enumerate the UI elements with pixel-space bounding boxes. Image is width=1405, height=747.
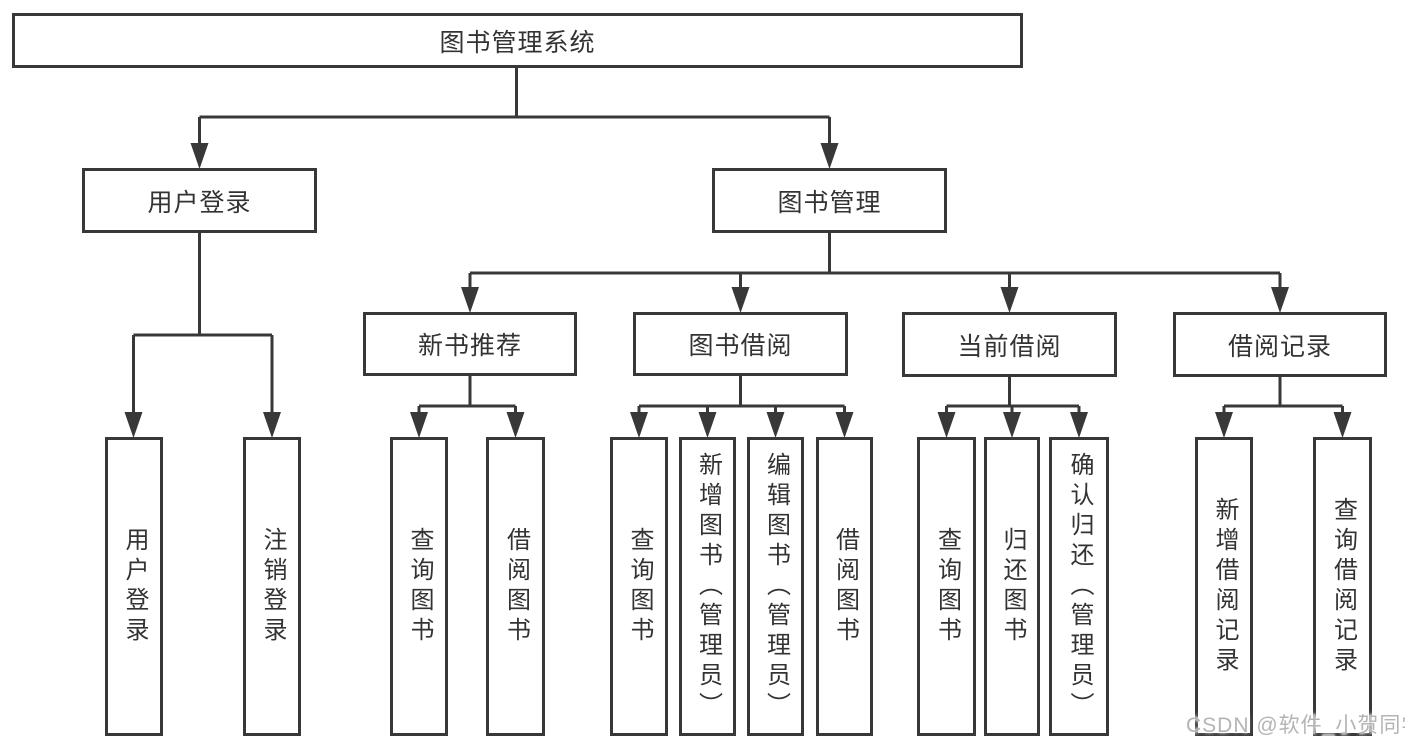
node-logout: 注销登录 bbox=[243, 437, 301, 736]
connector-borrow-records-to-children bbox=[1215, 377, 1352, 438]
node-current-confirm-return-admin: 确认归还（管理员） bbox=[1049, 437, 1109, 736]
node-current-return-books: 归还图书 bbox=[984, 437, 1040, 736]
node-borrow-add-books-admin: 新增图书（管理员） bbox=[679, 437, 736, 736]
csdn-watermark: CSDN @软件_小贺同学 bbox=[1186, 714, 1405, 737]
node-borrow-query-books: 查询图书 bbox=[610, 437, 668, 736]
node-library-management-system: 图书管理系统 bbox=[12, 13, 1023, 68]
node-recommend-query-books: 查询图书 bbox=[390, 437, 448, 736]
node-records-query-record: 查询借阅记录 bbox=[1313, 437, 1372, 736]
connector-user-login-to-children bbox=[124, 233, 281, 438]
node-borrow-borrow-books: 借阅图书 bbox=[816, 437, 873, 736]
connector-book-borrow-to-children bbox=[630, 375, 854, 438]
node-user-login: 用户登录 bbox=[82, 168, 317, 233]
connector-book-management-to-level3 bbox=[461, 233, 1289, 313]
connector-root-to-level2 bbox=[190, 68, 839, 169]
node-borrow-records: 借阅记录 bbox=[1173, 312, 1387, 377]
connector-current-borrow-to-children bbox=[937, 376, 1088, 438]
node-current-borrow: 当前借阅 bbox=[902, 312, 1117, 377]
node-borrow-edit-books-admin: 编辑图书（管理员） bbox=[747, 437, 804, 736]
node-new-book-recommend: 新书推荐 bbox=[363, 312, 577, 376]
node-book-borrow: 图书借阅 bbox=[633, 312, 848, 376]
node-user-login-leaf: 用户登录 bbox=[105, 437, 163, 736]
node-recommend-borrow-books: 借阅图书 bbox=[486, 437, 545, 736]
node-records-add-record: 新增借阅记录 bbox=[1195, 437, 1253, 736]
node-book-management: 图书管理 bbox=[712, 168, 947, 233]
connector-new-book-recommend-to-children bbox=[410, 375, 525, 438]
node-current-query-books: 查询图书 bbox=[917, 437, 976, 736]
